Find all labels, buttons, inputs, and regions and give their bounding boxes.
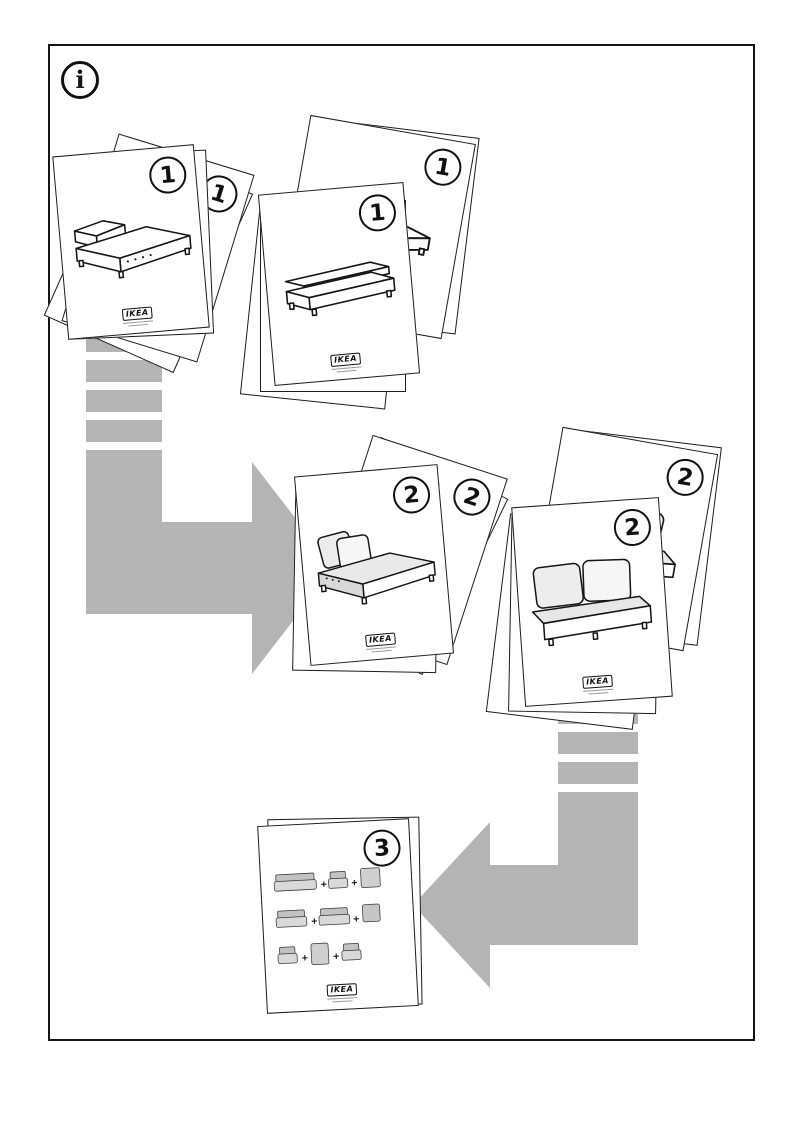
logo-fineprint-line — [123, 320, 154, 324]
booklet-cover: 3 + + — [257, 818, 419, 1014]
sofabed-frame-drawing — [284, 261, 396, 317]
step-number: 1 — [207, 179, 231, 209]
ikea-logo: IKEA — [267, 980, 418, 1006]
logo-fineprint-line — [371, 649, 392, 653]
plus-sign: + — [351, 878, 358, 889]
logo-fineprint-line — [583, 688, 614, 692]
step-number-badge: 2 — [612, 507, 653, 548]
plus-sign: + — [333, 952, 340, 963]
step-number-badge: 2 — [448, 473, 496, 521]
info-icon: i — [61, 61, 99, 99]
plus-sign: + — [353, 914, 360, 925]
booklet-step1-a: 1 IKEA — [52, 144, 215, 340]
mini-sofa-icon — [361, 903, 381, 923]
logo-fineprint-line — [588, 692, 609, 695]
step-number: 2 — [623, 513, 642, 542]
step-number: 2 — [460, 482, 484, 512]
info-symbol: i — [75, 65, 85, 94]
mini-sofa-icon — [318, 907, 351, 926]
cushion-chaise-drawing — [317, 530, 436, 605]
booklet-step1-c: 1 IKEA — [239, 182, 421, 410]
step-number: 3 — [373, 834, 391, 862]
mini-sofa-icon — [360, 867, 381, 888]
booklet-cover: 2 IKEA — [293, 464, 455, 666]
step-number-badge: 1 — [421, 145, 465, 189]
ikea-logo: IKEA — [309, 628, 452, 658]
mini-sofa-icon — [341, 942, 362, 961]
frame-lines — [284, 261, 396, 317]
ikea-logo-text: IKEA — [326, 983, 358, 997]
step-number: 2 — [402, 481, 421, 509]
sofa-lines — [317, 530, 436, 605]
step-number-badge: 1 — [357, 192, 398, 233]
booklet-cover: 1 IKEA — [257, 182, 421, 386]
ikea-logo: IKEA — [67, 302, 208, 332]
booklet-step2-c: 2 IKEA — [485, 497, 673, 730]
booklet-cover: 2 IKEA — [511, 497, 673, 707]
sofa-lines — [531, 558, 653, 647]
booklet-step2-a: 2 IKEA — [292, 464, 455, 674]
step-number: 1 — [158, 161, 177, 189]
mini-sofa-icon — [328, 871, 349, 889]
frame-lines — [73, 220, 192, 279]
chaise-frame-drawing — [73, 220, 192, 279]
ikea-logo-text: IKEA — [581, 674, 614, 689]
mini-sofa-icon — [310, 942, 330, 966]
mini-sofa-icon — [273, 872, 317, 892]
ikea-logo-text: IKEA — [121, 306, 154, 322]
logo-fineprint-line — [331, 366, 362, 370]
ikea-logo: IKEA — [524, 671, 671, 699]
combination-chart-drawing: + + + + — [273, 867, 381, 966]
mini-sofa-icon — [275, 909, 308, 928]
logo-fineprint-line — [336, 369, 357, 373]
step-number: 2 — [674, 463, 696, 492]
step-number: 1 — [368, 199, 387, 227]
logo-fineprint-line — [128, 323, 149, 327]
plus-sign: + — [311, 916, 318, 927]
step-number-badge: 2 — [663, 455, 707, 499]
plus-sign: + — [302, 953, 309, 964]
mini-sofa-icon — [277, 946, 298, 965]
ikea-logo: IKEA — [273, 347, 418, 377]
booklet-cover: 1 IKEA — [52, 144, 210, 340]
logo-fineprint-line — [327, 997, 358, 1000]
step-number-badge: 1 — [147, 154, 188, 196]
two-seat-sofa-drawing — [531, 558, 653, 647]
step-number-badge: 2 — [391, 474, 432, 516]
plus-sign: + — [321, 880, 328, 891]
logo-fineprint-line — [366, 646, 397, 650]
booklet-step3: 3 + + — [257, 816, 423, 1014]
step-number-badge: 3 — [362, 828, 402, 868]
ikea-logo-text: IKEA — [329, 352, 362, 368]
ikea-logo-text: IKEA — [364, 632, 397, 648]
logo-fineprint-line — [332, 1000, 353, 1003]
staple-dots — [126, 253, 152, 263]
step-number: 1 — [432, 153, 454, 182]
